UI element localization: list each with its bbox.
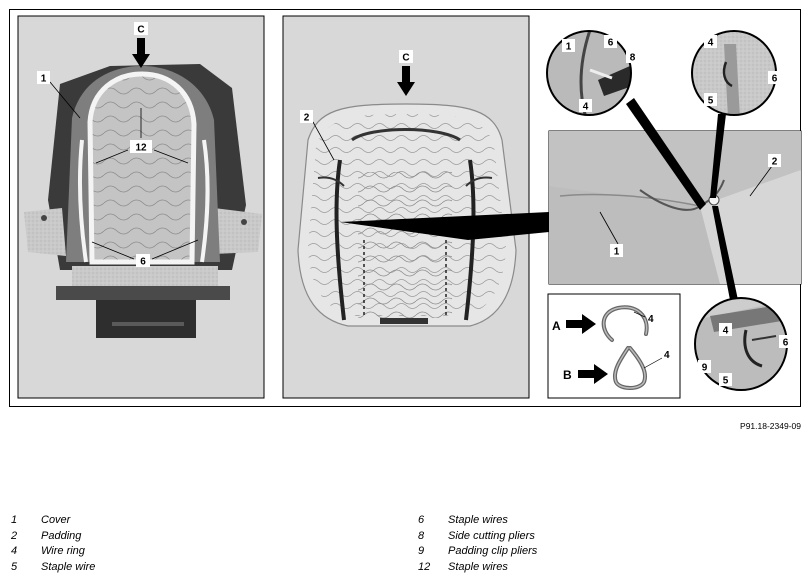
legend-number: 9 xyxy=(418,545,425,557)
legend-text: Staple wires xyxy=(448,514,508,526)
callout-left-12: 12 xyxy=(135,143,147,154)
callout-circle3-5: 5 xyxy=(723,376,729,387)
detail-circle-cutting: 1 6 8 4 xyxy=(546,30,639,116)
arrow-a-icon xyxy=(566,314,596,334)
legend-number: 8 xyxy=(418,529,425,542)
callout-circle3-9: 9 xyxy=(702,363,708,374)
legend-number: 12 xyxy=(418,560,431,573)
legend-text: Padding xyxy=(41,529,82,542)
legend-number: 6 xyxy=(418,514,425,526)
callout-circle1-4: 4 xyxy=(583,102,589,113)
figure-illustration: 1 12 6 C 2 C xyxy=(17,15,802,399)
connector-wedge-3 xyxy=(712,206,738,300)
legend-text: Staple wire xyxy=(41,560,96,573)
panel-staple-detail: 1 2 xyxy=(548,130,802,285)
callout-circle2-4: 4 xyxy=(708,38,714,49)
callout-main-2: 2 xyxy=(772,157,778,168)
legend-number: 1 xyxy=(11,514,18,526)
view-arrow-c-label-mid: C xyxy=(402,53,409,64)
panel-padding-view: 2 C xyxy=(282,15,530,399)
callout-ring-a-4: 4 xyxy=(648,314,654,325)
callout-circle1-1: 1 xyxy=(566,42,572,53)
callout-circle1-6: 6 xyxy=(608,38,614,49)
callout-circle1-8: 8 xyxy=(630,53,636,64)
panel-cover-view: 1 12 6 C xyxy=(17,15,265,399)
detail-circle-ring: 4 6 5 xyxy=(691,30,781,116)
callout-ring-b-4: 4 xyxy=(664,350,670,361)
panel-wire-ring-states: A 4 B 4 xyxy=(547,293,681,399)
view-arrow-c-mid-icon xyxy=(397,66,415,96)
legend-text: Wire ring xyxy=(41,545,85,557)
connector-wedge-2 xyxy=(710,114,726,198)
legend-number: 5 xyxy=(11,560,18,573)
callout-circle3-4: 4 xyxy=(723,326,729,337)
connector-wedge-1 xyxy=(626,98,706,210)
callout-circle2-5: 5 xyxy=(708,96,714,107)
view-arrow-c-left-icon xyxy=(132,38,150,68)
figure-code: P91.18-2349-09 xyxy=(740,421,801,431)
callout-left-1: 1 xyxy=(41,74,47,85)
zoom-wedge xyxy=(340,212,549,240)
detail-circle-clip-pliers: 4 6 9 5 xyxy=(694,297,792,391)
callout-left-6: 6 xyxy=(140,257,146,268)
legend-number: 4 xyxy=(11,545,18,557)
legend-text: Padding clip pliers xyxy=(448,545,538,557)
callout-circle3-6: 6 xyxy=(783,338,789,349)
arrow-b-icon xyxy=(578,364,608,384)
callout-main-1: 1 xyxy=(614,247,620,258)
callout-mid-2: 2 xyxy=(304,113,310,124)
legend-text: Staple wires xyxy=(448,560,508,573)
legend-text: Side cutting pliers xyxy=(448,529,535,542)
label-state-a: A xyxy=(552,319,561,333)
view-arrow-c-label-left: C xyxy=(137,25,144,36)
label-state-b: B xyxy=(563,368,572,382)
legend-number: 2 xyxy=(11,529,18,542)
callout-circle2-6: 6 xyxy=(772,74,778,85)
legend-text: Cover xyxy=(41,514,71,526)
